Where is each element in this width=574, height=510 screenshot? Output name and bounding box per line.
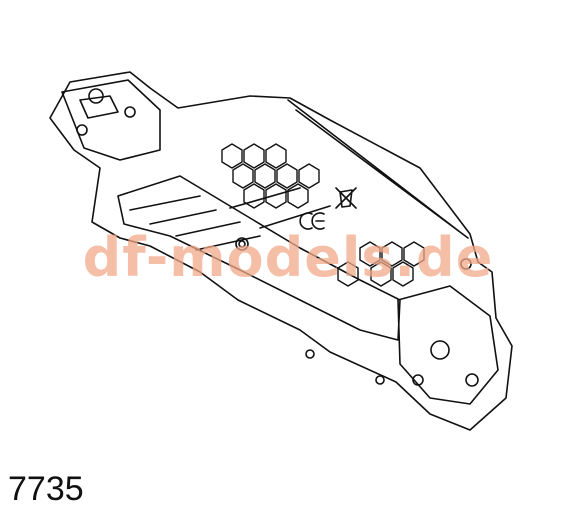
chassis-floor — [117, 175, 401, 341]
front-post — [88, 88, 104, 104]
rear-bulkhead — [397, 285, 499, 405]
rear-post — [430, 340, 450, 360]
side-rail — [287, 99, 469, 239]
screw-boss — [235, 237, 249, 251]
disposal-bin-icon — [335, 187, 357, 209]
part-number: 7735 — [8, 470, 84, 508]
chassis-outline — [49, 71, 513, 431]
ce-mark-icon — [299, 212, 325, 230]
front-bulkhead — [61, 79, 161, 161]
honeycomb-pattern — [221, 143, 425, 287]
watermark: df-models.de — [82, 226, 494, 289]
divider-wall — [129, 195, 261, 251]
